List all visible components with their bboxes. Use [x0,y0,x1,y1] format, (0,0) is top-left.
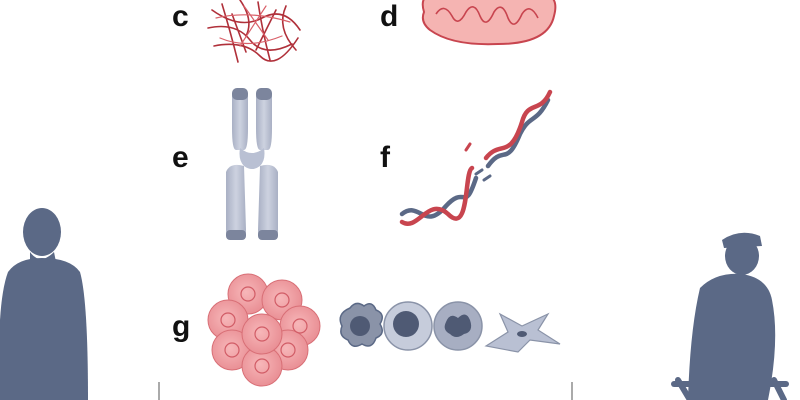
panel-label-c: c [172,0,189,33]
fibroblast-cell-illustration [484,312,561,353]
spiky-cell-illustration [339,302,383,347]
mitochondrion-illustration [421,0,557,46]
dna-helix-illustration [399,89,553,226]
panel-label-e: e [172,141,189,174]
round-cell-illustration [383,301,433,351]
fiber-network-illustration [207,0,301,63]
panel-label-d: d [380,0,399,33]
stem-cell-cluster-illustration [207,273,321,387]
panel-label-f: f [380,141,390,174]
young-person-silhouette [0,208,88,400]
lobed-nucleus-cell-illustration [433,301,483,351]
elderly-person-silhouette [671,232,789,400]
chromosome-illustration [226,88,278,240]
panel-label-g: g [172,310,191,343]
